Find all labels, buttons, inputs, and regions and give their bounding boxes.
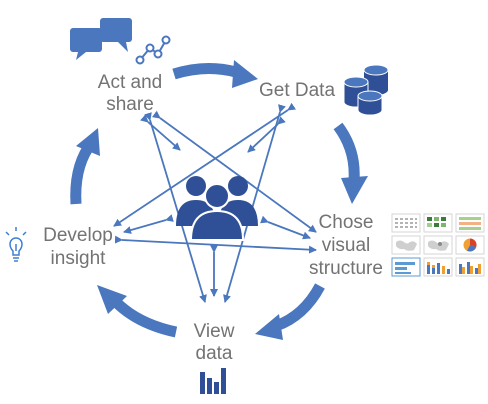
database-icon: [343, 64, 389, 116]
connector-center-act: [140, 114, 181, 151]
cycle-arrow-develop-to-act: [70, 128, 100, 205]
map-thumbnail-icon: [391, 235, 421, 255]
cycle-arrow-chose-to-view-data: [255, 283, 325, 340]
chose-label-line3: structure: [309, 258, 383, 279]
connector-develop-to-chose: [114, 235, 317, 254]
pie-chart-thumbnail-icon: [455, 235, 485, 255]
stage-act-and-share: Act and share: [70, 18, 171, 115]
stacked-bars-thumbnail-icon: [423, 257, 453, 277]
lightbulb-icon: [5, 227, 27, 262]
view-data-label-line2: data: [196, 343, 233, 364]
highlight-table-thumbnail-icon: [455, 213, 485, 233]
speech-bubbles-icon: [70, 18, 132, 60]
horizontal-bars-thumbnail-icon: [391, 257, 421, 277]
filled-map-thumbnail-icon: [423, 235, 453, 255]
connector-center-develop: [123, 214, 174, 234]
stage-view-data: View data: [194, 321, 235, 394]
get-data-label: Get Data: [259, 80, 335, 101]
cycle-arrow-get-data-to-chose: [333, 122, 368, 204]
stage-chose-visual-structure: Chose visual structure: [309, 212, 485, 279]
user-group-icon: [176, 176, 258, 241]
develop-insight-label-line1: Develop: [43, 225, 113, 246]
stage-get-data: Get Data: [259, 64, 389, 116]
heatmap-thumbnail-icon: [423, 213, 453, 233]
stage-develop-insight: Develop insight: [5, 225, 113, 269]
connector-center-chose: [260, 215, 311, 240]
develop-insight-label-line2: insight: [51, 248, 107, 269]
bar-chart-icon: [200, 368, 226, 394]
act-and-share-label-line1: Act and: [98, 72, 162, 93]
chose-label-line2: visual: [322, 235, 371, 256]
cycle-arrow-act-to-get-data: [172, 60, 258, 88]
table-thumbnail-icon: [391, 213, 421, 233]
act-and-share-label-line2: share: [106, 94, 154, 115]
network-graph-icon: [135, 35, 171, 65]
view-data-label-line1: View: [194, 321, 235, 342]
chose-label-line1: Chose: [319, 212, 374, 233]
connector-center-get: [247, 116, 286, 153]
chart-type-gallery-icon: [391, 213, 485, 277]
grouped-bars-thumbnail-icon: [455, 257, 485, 277]
cycle-arrows: [70, 60, 368, 340]
cycle-arrow-view-data-to-develop: [97, 285, 178, 338]
